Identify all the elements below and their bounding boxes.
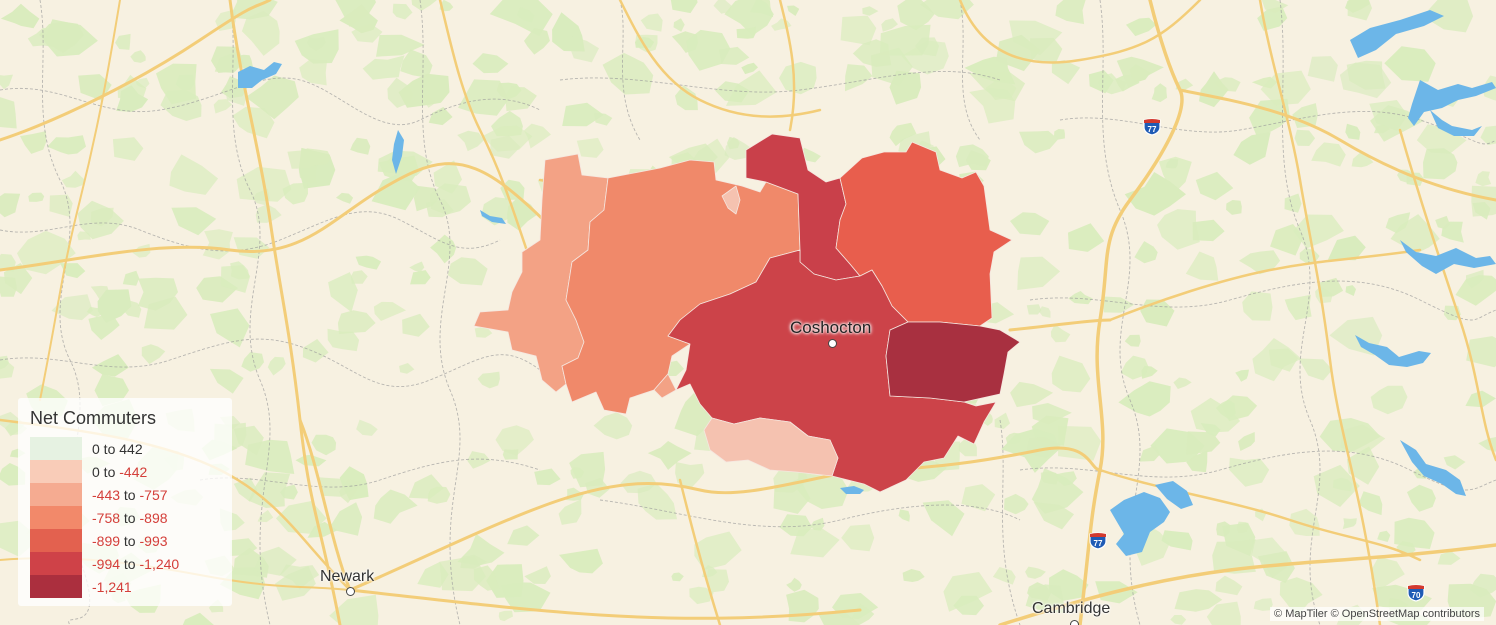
legend-to: -993 [139,532,168,549]
cambridge-marker[interactable] [1070,620,1079,625]
legend-swatch [30,437,82,460]
legend-separator: to [99,463,120,480]
legend-from: 0 [92,463,100,480]
legend-label: -758 to -898 [92,510,168,526]
legend-item: 0 to -442 [30,460,220,483]
region-northeast[interactable] [835,141,1013,327]
legend-title: Net Commuters [30,408,157,428]
city-label-coshocton: Coshocton [790,318,872,337]
legend-label: -443 to -757 [92,487,168,503]
legend-to: -1,240 [139,555,180,572]
water-features [238,10,1496,556]
legend-label: 0 to 442 [92,441,143,457]
map-attribution[interactable]: © MapTiler © OpenStreetMap contributors [1270,607,1484,621]
legend-swatch [30,460,82,483]
legend-item: -899 to -993 [30,529,220,552]
legend-to: -442 [119,463,148,480]
legend-from: 0 [92,440,100,457]
interstate-77-south-label: 77 [1094,539,1103,548]
legend-item: -443 to -757 [30,483,220,506]
legend-label: -994 to -1,240 [92,556,179,572]
legend-separator: to [120,509,140,526]
interstate-77-north-label: 77 [1148,125,1157,134]
legend-item: -994 to -1,240 [30,552,220,575]
legend-swatch [30,506,82,529]
legend-separator: to [120,486,140,503]
legend-separator: to [120,555,140,572]
legend-separator: to [99,440,120,457]
legend-from: -994 [92,555,121,572]
legend-from: -758 [92,509,121,526]
interstate-77-south-shield: 77 [1089,532,1107,550]
region-north-pocket[interactable] [721,185,741,215]
interstate-77-north-shield: 77 [1143,118,1161,136]
newark-marker[interactable] [346,587,355,596]
legend-swatch [30,575,82,598]
interstate-70-label: 70 [1412,591,1421,600]
legend-item: 0 to 442 [30,437,220,460]
region-west-central[interactable] [561,159,801,415]
legend-separator: to [120,532,140,549]
legend-to: -898 [139,509,168,526]
city-label-cambridge: Cambridge [1032,600,1111,617]
legend-from: -1,241 [92,578,132,595]
legend-from: -443 [92,486,121,503]
choropleth-regions[interactable] [473,133,1021,493]
legend-from: -899 [92,532,121,549]
region-east[interactable] [885,321,1021,403]
legend-swatch [30,529,82,552]
legend-to: -757 [139,486,168,503]
legend-label: -1,241 [92,579,132,595]
region-central[interactable] [667,249,997,493]
legend-to: 442 [119,440,143,457]
interstate-70-shield: 70 [1407,584,1425,602]
coshocton-marker[interactable] [828,339,837,348]
legend-swatch [30,483,82,506]
legend-label: 0 to -442 [92,464,147,480]
legend-item: -758 to -898 [30,506,220,529]
legend-swatch [30,552,82,575]
city-label-newark: Newark [320,568,375,585]
region-south[interactable] [703,417,839,477]
region-west-notch[interactable] [653,373,677,399]
legend-label: -899 to -993 [92,533,168,549]
legend-item: -1,241 [30,575,220,598]
